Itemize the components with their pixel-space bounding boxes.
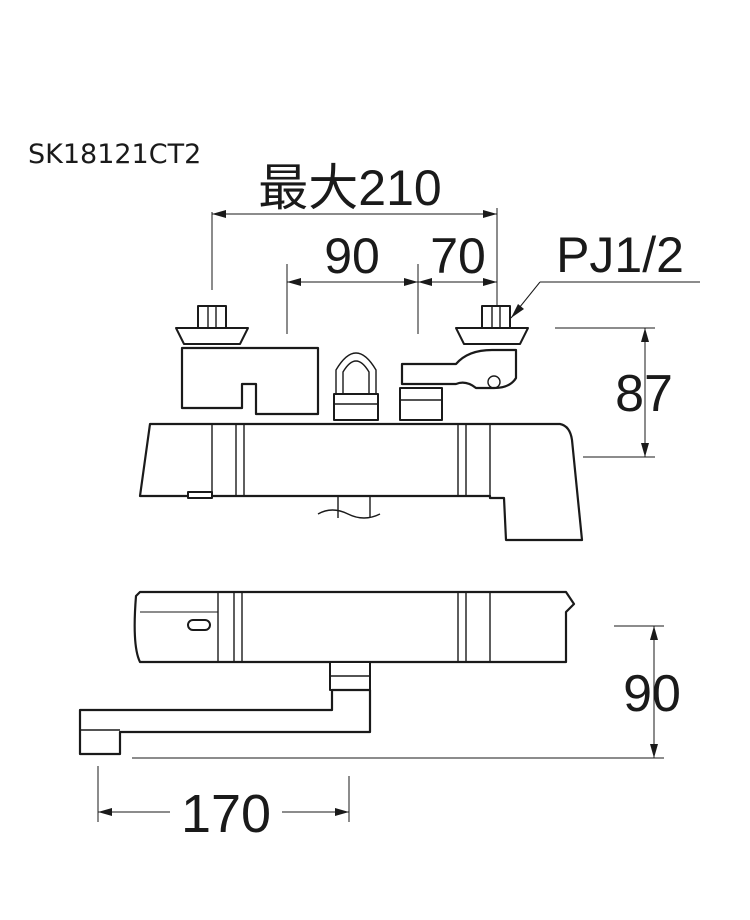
dimension-depth: 90 <box>132 625 681 759</box>
right-offset-label: 70 <box>430 228 486 284</box>
depth-label: 90 <box>623 665 681 723</box>
height-label: 87 <box>615 365 673 423</box>
max-width-label: 最大210 <box>258 160 441 216</box>
dimension-height: 87 <box>555 327 673 458</box>
model-number: SK18121CT2 <box>28 139 201 170</box>
dimension-max-width: 最大210 <box>211 160 498 312</box>
faucet-front-view <box>138 305 584 542</box>
left-offset-label: 90 <box>324 228 380 284</box>
spout-length-label: 170 <box>181 784 271 844</box>
thread-callout: PJ1/2 <box>510 227 700 319</box>
dimension-offsets: 90 70 <box>286 228 497 334</box>
dimension-spout-length: 170 <box>97 766 350 844</box>
thread-label: PJ1/2 <box>556 227 684 283</box>
faucet-top-view <box>78 590 576 756</box>
